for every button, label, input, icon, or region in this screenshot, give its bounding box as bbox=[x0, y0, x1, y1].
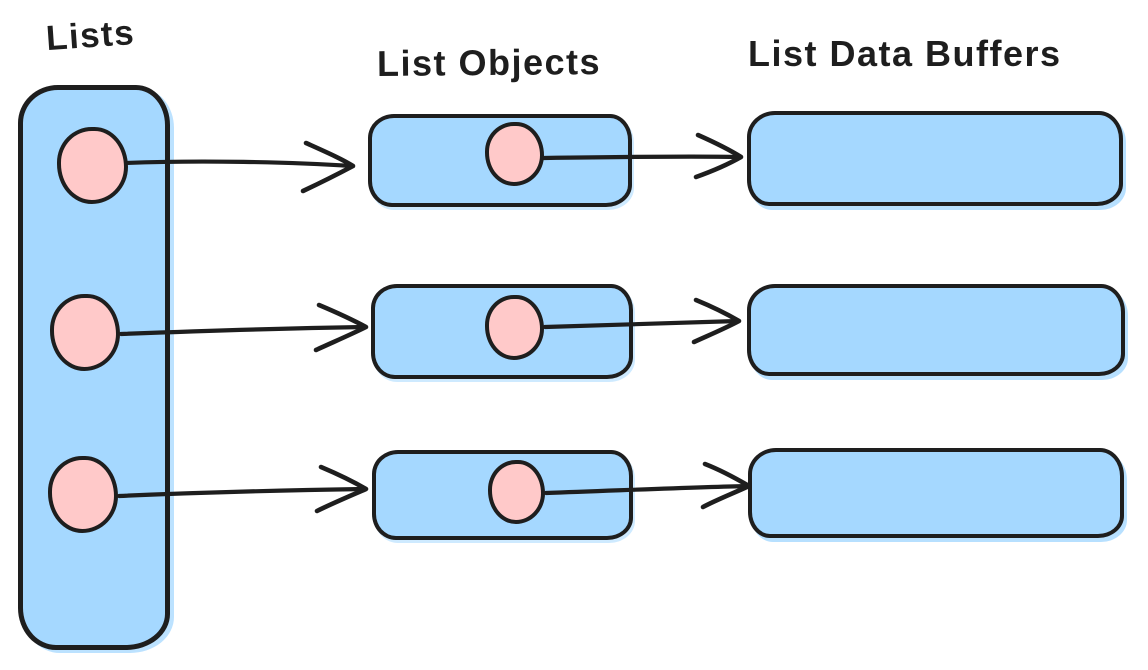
object-pointer-circle-1 bbox=[485, 122, 544, 186]
object-pointer-circle-3 bbox=[488, 460, 545, 524]
list-data-buffers-title: List Data Buffers bbox=[748, 33, 1062, 74]
list-pointer-circle-2 bbox=[50, 294, 120, 371]
list-pointer-circle-3 bbox=[48, 456, 118, 533]
list-pointer-circle-1 bbox=[57, 127, 128, 204]
list-data-buffer-box-2 bbox=[747, 284, 1125, 376]
list-data-buffer-box-1 bbox=[747, 111, 1123, 206]
list-data-buffer-box-3 bbox=[748, 448, 1124, 538]
lists-title: Lists bbox=[44, 12, 137, 59]
list-objects-title: List Objects bbox=[376, 41, 602, 84]
object-pointer-circle-2 bbox=[485, 295, 544, 360]
